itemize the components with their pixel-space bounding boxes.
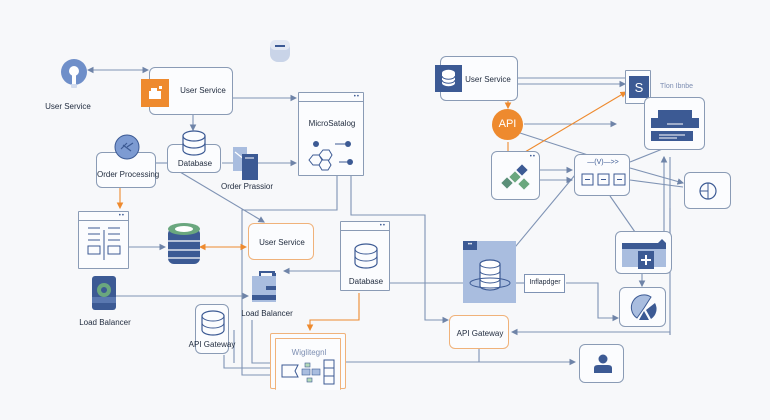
order-processing-label: Order Processing [97,170,160,179]
printer-node[interactable] [644,97,705,150]
database-icon [270,40,290,62]
wire-lbmid-widget [251,320,278,367]
user-service-mid-node[interactable]: User Service [248,223,314,260]
gear-link-icon [114,134,140,160]
pipeline-node[interactable]: —(V)—>> [574,154,630,196]
api-gateway-right-label: API Gateway [456,329,504,338]
influx-label-box[interactable]: Inflapdger [524,274,565,293]
database-top-label: Database [177,159,213,168]
clock-icon [699,182,717,200]
database-icon [354,243,378,269]
load-balancer-left-label: Load Balancer [79,318,131,327]
api-badge[interactable]: API [492,109,523,140]
api-badge-label: API [498,118,517,130]
wire-chart-gw [510,328,671,336]
clock-node[interactable] [684,172,731,209]
api-gateway-left-node[interactable] [195,304,229,354]
database-ring-icon [469,259,511,291]
user-service-top-label: User Service [180,86,226,95]
form-window-icon [87,227,121,260]
user-service-pin-node[interactable] [55,58,105,118]
wire-pipeline-add [609,195,636,233]
load-balancer-icon [92,276,116,310]
wire-pipeline-printer [629,147,666,163]
server-icon [252,271,276,302]
wire-db-userservice-mid [179,171,265,223]
window-titlebar: •• [341,222,389,231]
widget-inner-frame: Wiglitegnl [275,338,341,390]
user-service-mid-label: User Service [259,238,305,247]
user-service-pin-label: User Service [45,102,91,111]
document-icon [233,147,258,180]
database-icon [182,130,206,156]
api-gateway-left-label: API Gateway [188,340,236,349]
chart-node[interactable] [619,287,666,327]
pipeline-label: —(V)—>> [587,159,619,166]
database-icon [201,310,225,336]
diamond-cluster-icon [501,164,530,190]
add-node[interactable] [615,231,672,274]
location-pin-icon [61,59,87,88]
components-icon [281,359,335,385]
load-balancer-mid-label: Load Balancer [241,309,293,318]
widget-node[interactable]: Wiglitegnl [270,333,346,390]
stacked-database-icon [168,223,200,264]
s-service-caption: Tlon Ibnbe [660,83,694,90]
wire-api-pipeline [519,132,589,156]
s-service-label: S [629,76,649,98]
wire-catalog-apigw [350,175,450,324]
window-titlebar: •• [299,93,363,102]
wire-apigw-widget [223,355,278,372]
database-mid-window[interactable]: •• Database [340,221,390,291]
form-window[interactable]: •• [78,211,129,269]
wire-db-widget [306,293,360,332]
user-service-right-label: User Service [465,75,511,84]
wire-pipeline-clock-2 [629,179,684,188]
add-folder-icon [622,239,666,269]
api-gateway-right-node[interactable]: API Gateway [449,315,509,349]
influx-label: Inflapdger [529,279,561,286]
widget-label: Wiglitegnl [291,348,327,357]
micro-catalog-label: MicroSatalog [308,119,356,128]
user-node[interactable] [579,344,624,383]
user-icon [594,354,612,373]
wire-influx-chart [566,282,620,322]
wire-catalog-down [241,175,338,376]
diamonds-window[interactable]: •• [491,151,540,200]
database-mid-label: Database [348,277,384,286]
hexagon-cluster-icon [308,141,353,171]
pie-chart-icon [630,294,657,320]
wire-pipeline-clock [629,167,685,185]
orange-app-icon [141,79,169,107]
pipeline-icon [581,173,626,186]
s-service-node[interactable]: S [625,70,651,104]
wire-diamonds-s [524,91,627,153]
printer-icon [651,110,699,141]
blue-database-panel[interactable]: •• [463,241,516,303]
panel-tab: •• [463,241,477,250]
order-processor-label: Order Prassior [220,182,273,191]
window-titlebar: •• [79,212,128,221]
micro-catalog-window[interactable]: •• MicroSatalog [298,92,364,176]
database-icon [435,65,462,92]
